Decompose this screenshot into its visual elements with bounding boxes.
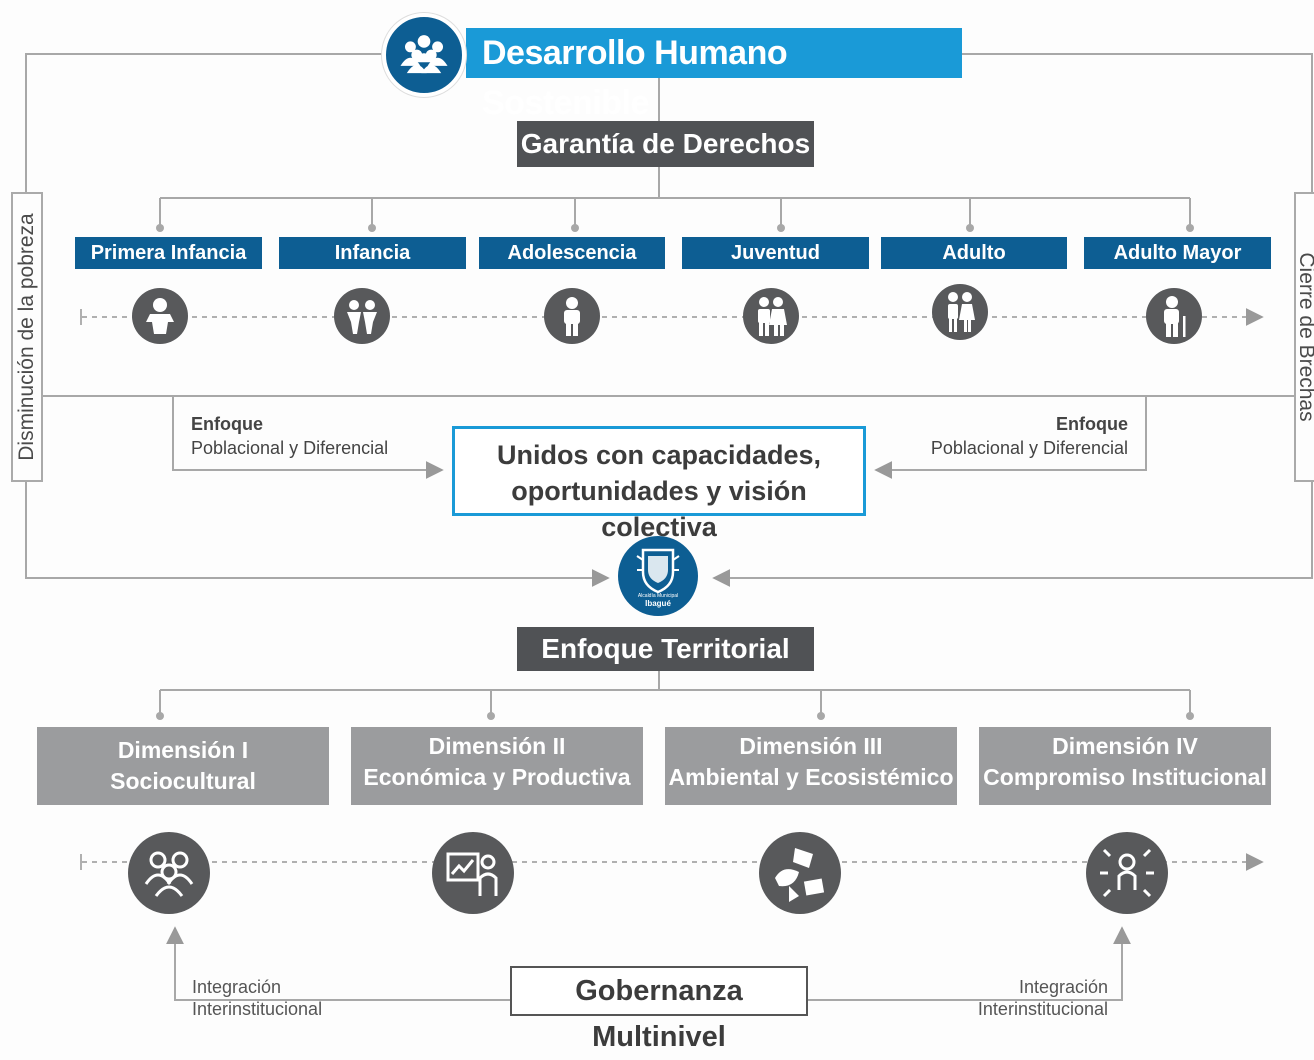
children-icon <box>334 288 390 344</box>
presentation-chart-icon <box>432 832 514 914</box>
baby-icon <box>132 288 188 344</box>
seal-text-small: Alcaldía Municipal <box>637 593 679 599</box>
side-label-right-box: Cierre de Brechas <box>1294 192 1314 482</box>
people-group-logo-icon <box>382 13 466 97</box>
enfoque-territorial-box: Enfoque Territorial <box>517 627 814 671</box>
vision-line2: oportunidades y visión colectiva <box>511 476 807 542</box>
garantia-de-derechos-box: Garantía de Derechos <box>517 121 814 167</box>
integracion-left: Integración Interinstitucional <box>192 976 322 1020</box>
enfoque-right: Enfoque Poblacional y Diferencial <box>900 412 1128 460</box>
dimension-3-subtitle: Ambiental y Ecosistémico <box>668 764 954 790</box>
adult-couple-icon <box>932 284 988 340</box>
enfoque-right-text: Poblacional y Diferencial <box>930 438 1128 458</box>
seal-text: Ibagué <box>645 599 671 608</box>
dimension-1-box: Dimensión I Sociocultural <box>37 727 329 805</box>
teen-icon <box>544 288 600 344</box>
vision-line1: Unidos con capacidades, <box>496 440 822 470</box>
dimension-1-title: Dimensión I <box>117 737 249 763</box>
dimension-4-title: Dimensión IV <box>1052 733 1198 759</box>
stage-adulto: Adulto <box>881 237 1067 269</box>
dimension-3-title: Dimensión III <box>739 733 883 759</box>
dimension-3-box: Dimensión III Ambiental y Ecosistémico <box>665 727 957 805</box>
dimension-4-box: Dimensión IV Compromiso Institucional <box>979 727 1271 805</box>
dimension-4-subtitle: Compromiso Institucional <box>983 764 1267 790</box>
enfoque-left-title: Enfoque <box>191 414 263 434</box>
stage-adolescencia: Adolescencia <box>479 237 665 269</box>
side-label-left-box: Disminución de la pobreza <box>11 192 43 482</box>
dimension-2-title: Dimensión II <box>428 733 566 759</box>
side-label-left: Disminución de la pobreza <box>15 213 38 461</box>
main-title: Desarrollo Humano Sostenible <box>466 28 962 122</box>
stage-infancia: Infancia <box>279 237 466 269</box>
people-group-icon <box>128 832 210 914</box>
dimension-2-subtitle: Económica y Productiva <box>363 764 631 790</box>
stage-adulto-mayor: Adulto Mayor <box>1084 237 1271 269</box>
integracion-right: Integración Interinstitucional <box>940 976 1108 1020</box>
network-person-icon <box>1086 832 1168 914</box>
enfoque-left-text: Poblacional y Diferencial <box>191 438 389 458</box>
elder-with-cane-icon <box>1146 288 1202 344</box>
integracion-left-line1: Integración <box>192 977 282 997</box>
recycle-icon <box>759 832 841 914</box>
connector-lines <box>25 53 1313 1001</box>
integracion-left-line2: Interinstitucional <box>192 999 323 1019</box>
coat-of-arms-icon <box>636 548 680 594</box>
enfoque-left: Enfoque Poblacional y Diferencial <box>191 412 388 460</box>
gobernanza-multinivel-box: Gobernanza Multinivel <box>510 966 808 1053</box>
vision-box: Unidos con capacidades, oportunidades y … <box>452 426 866 542</box>
side-label-right: Cierre de Brechas <box>1295 252 1314 422</box>
dimension-1-subtitle: Sociocultural <box>110 768 256 794</box>
ibague-seal-logo: Alcaldía Municipal Ibagué <box>618 536 698 616</box>
stage-juventud: Juventud <box>682 237 869 269</box>
stage-primera-infancia: Primera Infancia <box>75 237 262 269</box>
enfoque-right-title: Enfoque <box>1056 414 1128 434</box>
youth-couple-icon <box>743 288 799 344</box>
integracion-right-line1: Integración <box>1018 977 1108 997</box>
dimension-2-box: Dimensión II Económica y Productiva <box>351 727 643 805</box>
integracion-right-line2: Interinstitucional <box>977 999 1108 1019</box>
